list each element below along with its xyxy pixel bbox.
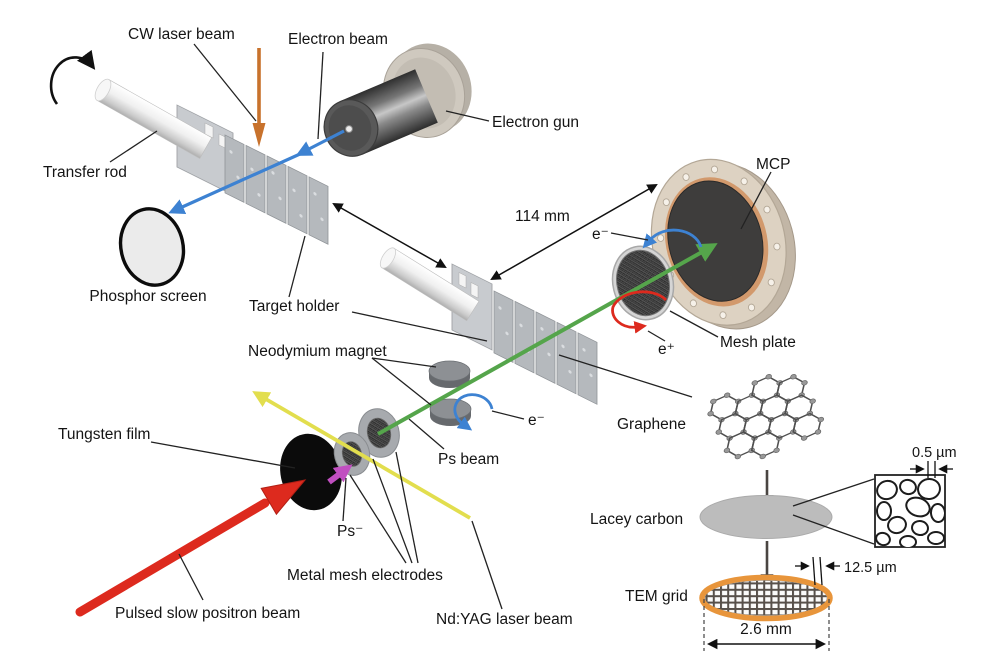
label-electron-gun: Electron gun [492, 114, 579, 131]
leader-target-holder-2 [351, 311, 488, 342]
inset-callout-line-bottom [792, 514, 875, 545]
ps-beam-arrow [377, 243, 718, 436]
pulsed-positron-beam-arrow [75, 479, 307, 617]
label-positron-mesh: e⁺ [658, 341, 675, 358]
leader-electron-magnet [491, 410, 525, 420]
inset-callout-line-top [792, 478, 875, 507]
leader-ps-beam [408, 418, 445, 450]
leader-transfer-rod [109, 130, 158, 163]
tem-grid-mesh [704, 580, 828, 616]
leader-ndyag [471, 520, 503, 610]
label-tungsten-film: Tungsten film [58, 426, 150, 443]
rod2-cap [379, 247, 397, 269]
positron-beam-shaft [75, 498, 270, 617]
mcp-face [667, 180, 764, 302]
dimension-12_5um: 12.5 µm [795, 556, 897, 586]
label-mesh-plate: Mesh plate [720, 334, 796, 351]
leader-electron-mcp [610, 232, 649, 241]
leader-electron-gun [445, 110, 490, 122]
cw-laser-arrowhead [252, 123, 266, 147]
holder-travel-arrow [332, 202, 447, 269]
electron-beam-arrow [168, 129, 345, 214]
dimension-114mm-label: 114 mm [515, 208, 570, 225]
lacey-carbon-disc [699, 495, 833, 539]
magnet-bottom-face [429, 398, 472, 420]
label-electron-beam: Electron beam [288, 31, 388, 48]
leader-electrode-2 [372, 458, 413, 564]
graphene-lattice [707, 374, 825, 460]
leader-graphene [558, 354, 693, 398]
rotation-arrow [49, 49, 96, 105]
dimension-114mm-arrow [490, 183, 658, 281]
tem-grid-ring [699, 574, 833, 622]
label-ndyag-laser-beam: Nd:YAG laser beam [436, 611, 573, 628]
electron-gun [323, 43, 472, 157]
dimension-2_6mm: 2.6 mm [703, 599, 830, 651]
holder2-slot [470, 282, 479, 299]
leader-lines [109, 43, 772, 610]
mcp-bolt-holes [657, 165, 781, 319]
label-neodymium-magnet: Neodymium magnet [248, 343, 387, 360]
label-metal-mesh-electrodes: Metal mesh electrodes [287, 567, 443, 584]
magnet-top-face [428, 360, 471, 382]
leader-magnet-top [371, 357, 437, 368]
holder2-strips [493, 290, 598, 405]
neodymium-magnet-top [428, 360, 471, 388]
ps-minus-arrow [327, 464, 353, 485]
leader-positron-mesh [647, 330, 666, 342]
target-holder-2 [451, 263, 598, 405]
label-cw-laser-beam: CW laser beam [128, 26, 235, 43]
positron-hook-arrow-mesh [611, 290, 667, 334]
tick [812, 556, 816, 586]
label-mcp: MCP [756, 156, 790, 173]
electron-beam-seg1 [295, 129, 345, 156]
tick [819, 556, 823, 586]
leader-electrode-1 [349, 474, 407, 564]
leader-cw-laser [193, 43, 257, 122]
leader-mesh-plate [669, 310, 719, 338]
lacey-carbon-inset [792, 474, 946, 548]
dimension-0_5um: 0.5 µm [910, 445, 957, 478]
gun-aperture [345, 125, 353, 133]
phosphor-screen [118, 207, 186, 287]
label-ps-minus: Ps⁻ [337, 523, 363, 540]
holder1-strips [224, 134, 329, 245]
electron-cyclotron-arrow [453, 393, 494, 431]
tem-grid-disc [699, 574, 833, 622]
leader-mcp [740, 171, 772, 230]
positron-beam-arrowhead [260, 479, 307, 516]
leader-ps-minus [342, 477, 347, 522]
ndyag-laser-beam-arrow [252, 391, 471, 520]
dimension-2_6mm-label: 2.6 mm [740, 621, 792, 638]
label-electron-mcp: e⁻ [592, 226, 609, 243]
leader-electrode-3 [395, 451, 419, 564]
labels: CW laser beam Electron beam Electron gun… [43, 26, 796, 628]
label-lacey-carbon: Lacey carbon [590, 511, 683, 528]
holder2-slot [458, 272, 467, 289]
label-target-holder: Target holder [249, 298, 339, 315]
leader-magnet-bottom [371, 357, 432, 406]
dimension-114mm: 114 mm [490, 183, 658, 281]
mcp-flange [650, 158, 796, 330]
label-phosphor-screen: Phosphor screen [89, 288, 206, 305]
label-graphene: Graphene [617, 416, 686, 433]
dimension-12_5um-label: 12.5 µm [844, 560, 897, 576]
label-tem-grid: TEM grid [625, 588, 688, 605]
cw-laser-beam-arrow [252, 48, 266, 147]
transfer-rod-2 [379, 247, 480, 322]
label-electron-magnet: e⁻ [528, 412, 545, 429]
leader-positron-beam [178, 553, 204, 601]
label-transfer-rod: Transfer rod [43, 164, 127, 181]
transfer-rod-1 [94, 78, 213, 159]
rod1-cap [94, 78, 112, 102]
electron-beam-seg2 [168, 152, 301, 214]
leader-target-holder-1 [288, 235, 306, 298]
inset-lacey-pattern [875, 477, 945, 547]
label-ps-beam: Ps beam [438, 451, 499, 468]
leader-electron-beam [317, 51, 324, 140]
leader-tungsten-film [150, 441, 296, 469]
label-pulsed-positron-beam: Pulsed slow positron beam [115, 605, 300, 622]
dimension-0_5um-label: 0.5 µm [912, 445, 957, 461]
